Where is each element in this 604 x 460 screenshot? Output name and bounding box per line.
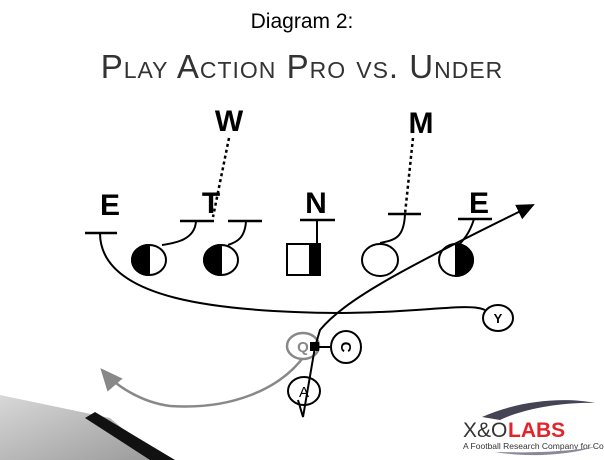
defender-N: N (305, 187, 327, 220)
A-path (297, 346, 316, 418)
defender-M: M (409, 107, 434, 140)
offensive-line (131, 242, 474, 278)
corner-wedge (0, 395, 160, 460)
player-C (330, 330, 362, 364)
slide-title: Play Action Pro vs. Under (100, 48, 504, 85)
player-Y-label: Y (494, 311, 503, 326)
ball-marker (310, 342, 319, 351)
logo-xo: X&O (463, 419, 507, 442)
logo-labs: LABS (508, 419, 565, 442)
diagram-number: Diagram 2: (250, 10, 354, 33)
player-Q-label: Q (297, 339, 309, 356)
fake-path (100, 354, 307, 408)
pass-route (314, 204, 535, 348)
player-A (287, 376, 321, 406)
defender-W: W (215, 105, 244, 138)
Y-route (99, 232, 486, 315)
W-blitz-path (211, 137, 231, 218)
xo-labs-logo: X&O LABS A Football Research Company for… (463, 400, 604, 456)
player-Y (482, 304, 514, 332)
blocking-paths (161, 213, 475, 246)
logo-tagline: A Football Research Company for Coaches (463, 441, 604, 451)
defender-E-right: E (469, 187, 489, 220)
defender-E-left: E (100, 189, 120, 222)
player-C-label: C (337, 342, 354, 353)
M-blitz-path (403, 137, 415, 215)
player-A-label: A (299, 384, 309, 401)
defender-marks (85, 212, 492, 235)
corner-stripe (85, 412, 175, 460)
defender-T: T (202, 187, 220, 220)
